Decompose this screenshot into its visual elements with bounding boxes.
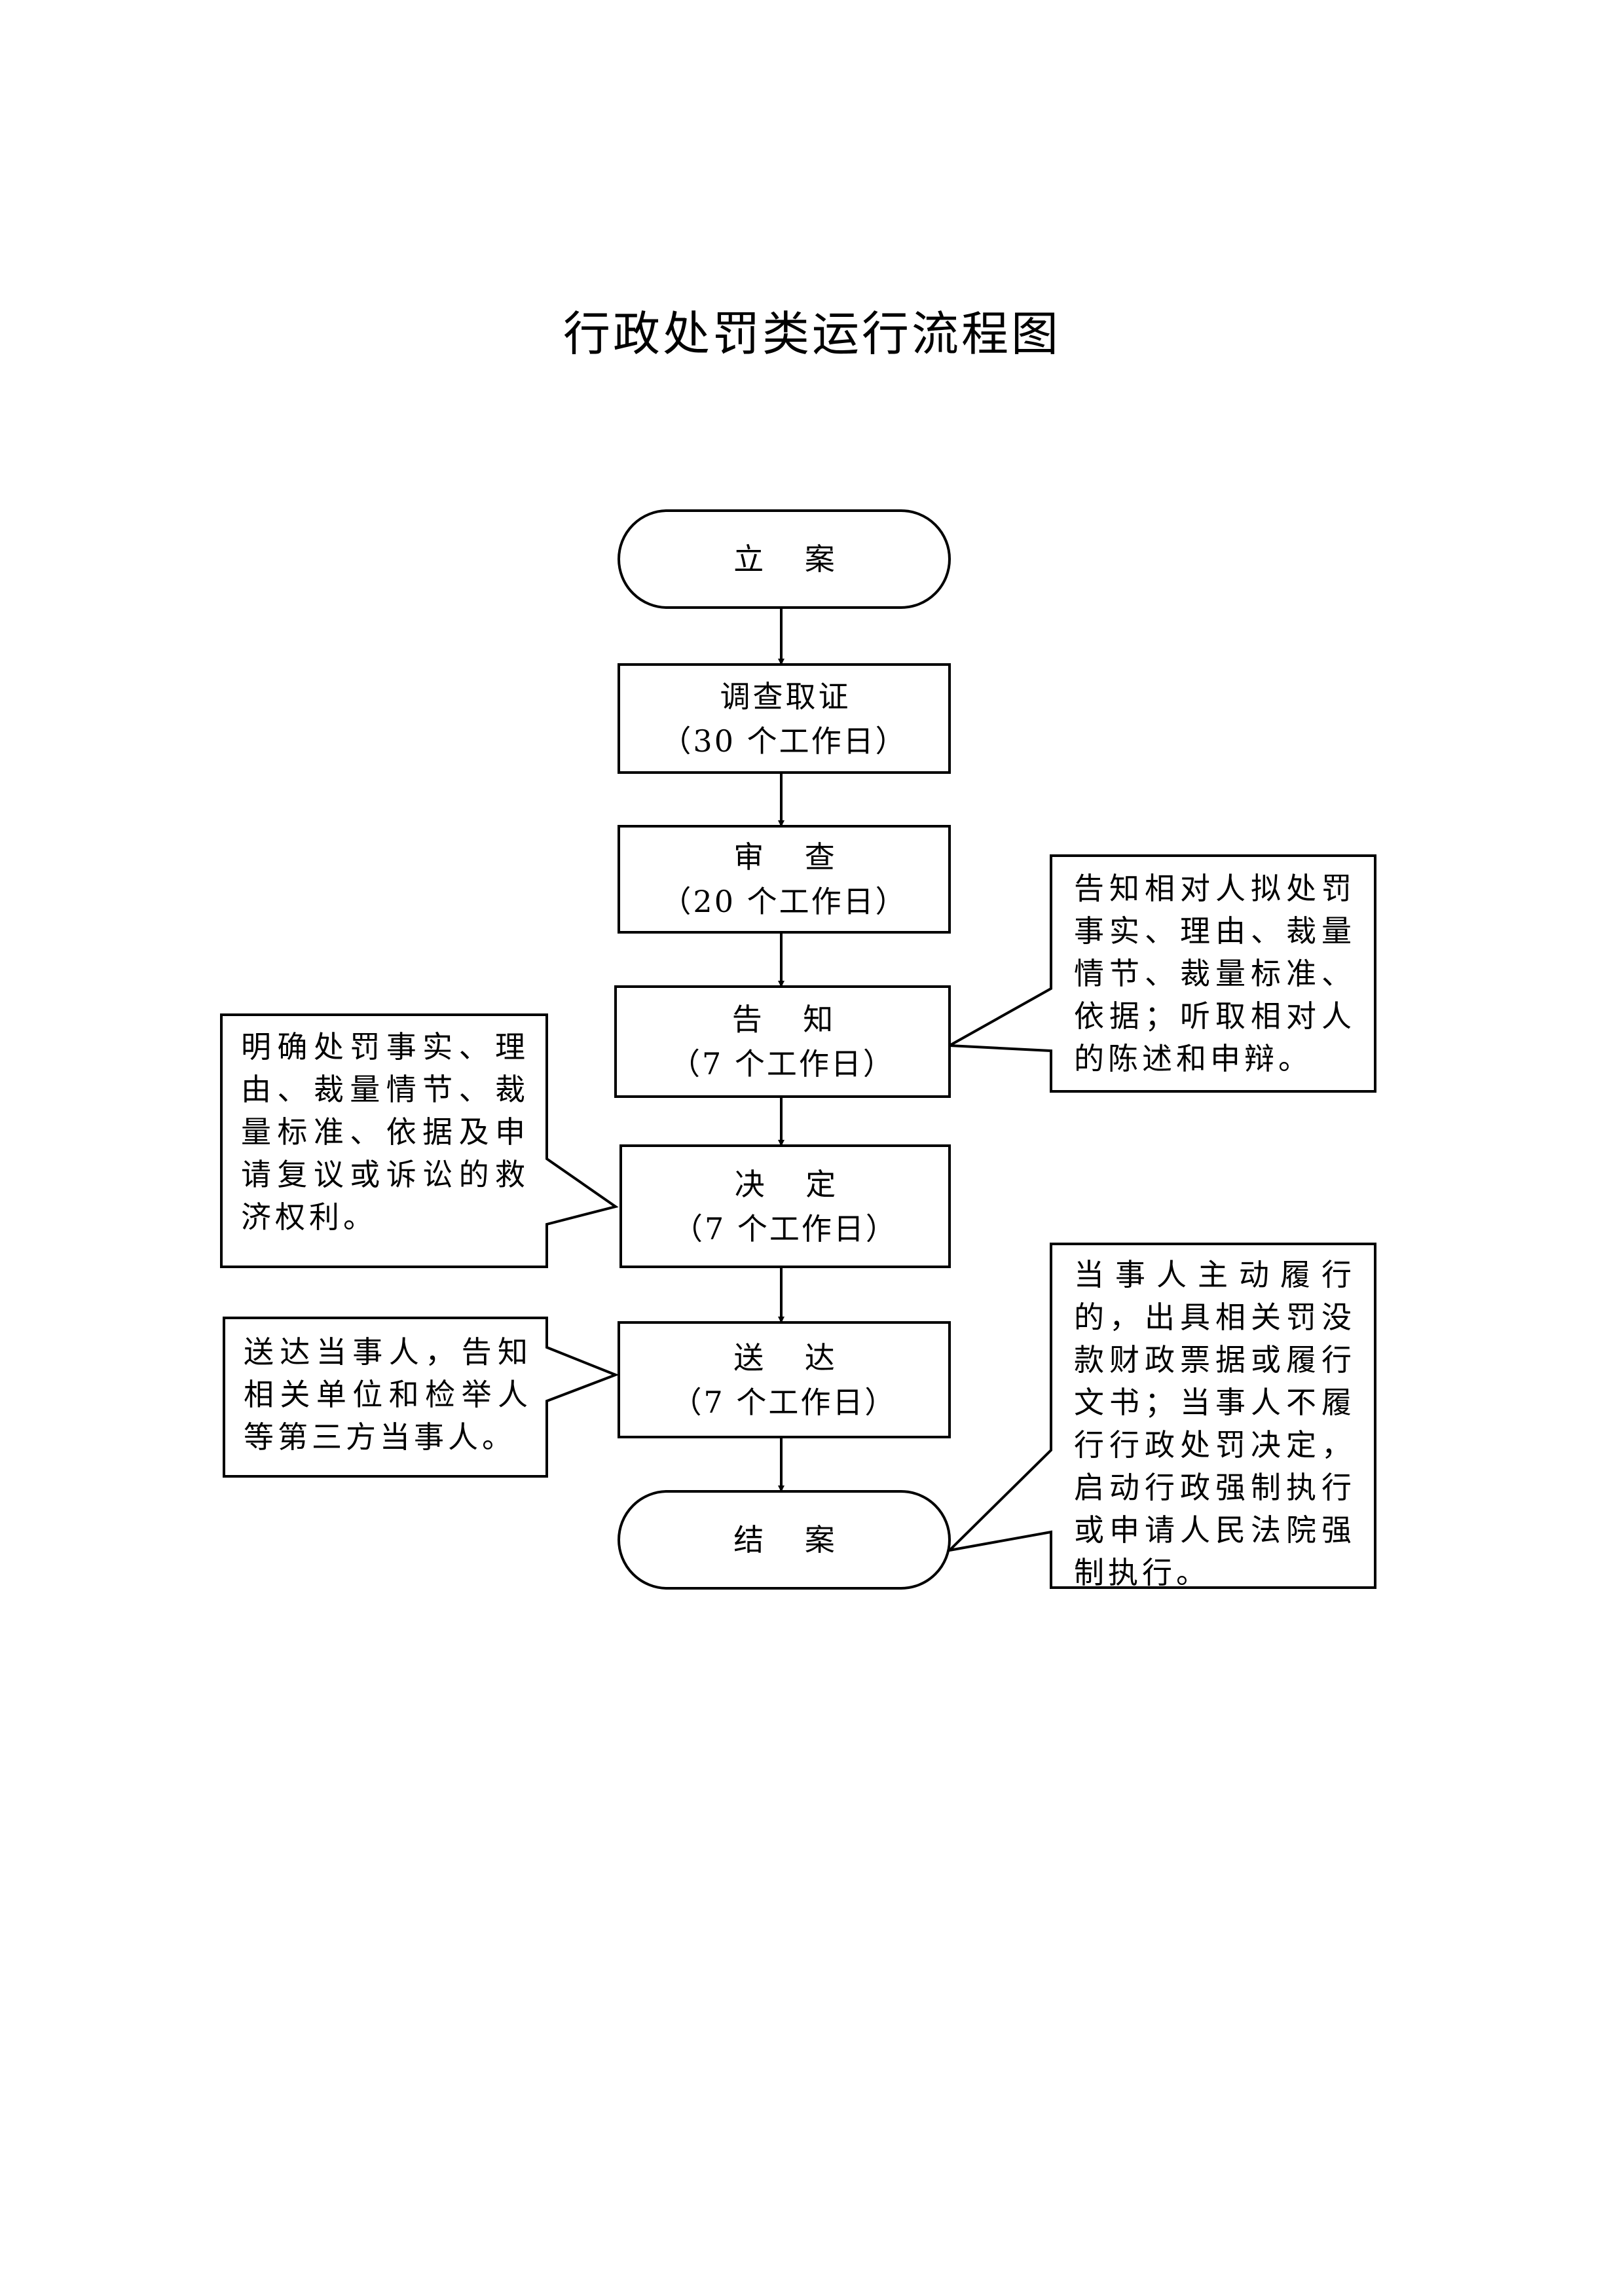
node-closing-label: 结 案 [733,1522,851,1558]
node-notice-label: 告 知 [731,1002,849,1037]
node-investigation: 调查取证 （30 个工作日） [619,665,950,773]
node-delivery: 送 达 （7 个工作日） [619,1322,950,1437]
node-filing-label: 立 案 [733,541,851,577]
node-filing-shape [618,509,951,609]
node-notice: 告 知 （7 个工作日） [616,987,950,1097]
node-investigation-duration: （30 个工作日） [661,723,908,759]
node-decision-label: 决 定 [734,1166,852,1202]
node-decision-shape [619,1144,951,1268]
node-decision-duration: （7 个工作日） [673,1211,898,1247]
callout-closing-shape [945,1243,1376,1589]
callout-closing-text: 当事人主动履行的，出具相关罚没款财政票据或履行文书；当事人不履行行政处罚决定，启… [1074,1257,1356,1590]
node-review-duration: （20 个工作日） [661,884,908,919]
callout-decision-text: 明确处罚事实、理由、裁量情节、裁量标准、依据及申请复议或诉讼的救济权利。 [241,1029,529,1235]
node-review: 审 查 （20 个工作日） [619,826,950,932]
node-closing: 结 案 [619,1491,950,1588]
callout-shapes [220,854,1376,1589]
callout-notice-text: 告知相对人拟处罚事实、理由、裁量情节、裁量标准、依据；听取相对人的陈述和申辩。 [1074,871,1356,1076]
node-delivery-label: 送 达 [733,1339,851,1376]
node-investigation-label: 调查取证 [720,678,851,714]
node-delivery-shape [618,1321,951,1438]
node-delivery-duration: （7 个工作日） [671,1384,897,1420]
node-filing: 立 案 [619,511,950,608]
node-review-shape [618,825,951,934]
node-investigation-shape [618,663,951,774]
callout-notice-shape [944,854,1376,1093]
flow-nodes [614,509,951,1590]
node-notice-duration: （7 个工作日） [670,1046,895,1082]
node-closing-shape [618,1490,951,1590]
node-decision: 决 定 （7 个工作日） [621,1146,950,1267]
callout-delivery-shape [223,1317,619,1478]
node-review-label: 审 查 [733,839,851,875]
callout-delivery-text: 送达当事人，告知相关单位和检举人等第三方当事人。 [244,1334,532,1455]
page-title: 行政处罚类运行流程图 [563,306,1061,361]
callout-decision-shape [220,1013,619,1268]
node-notice-shape [614,985,951,1098]
